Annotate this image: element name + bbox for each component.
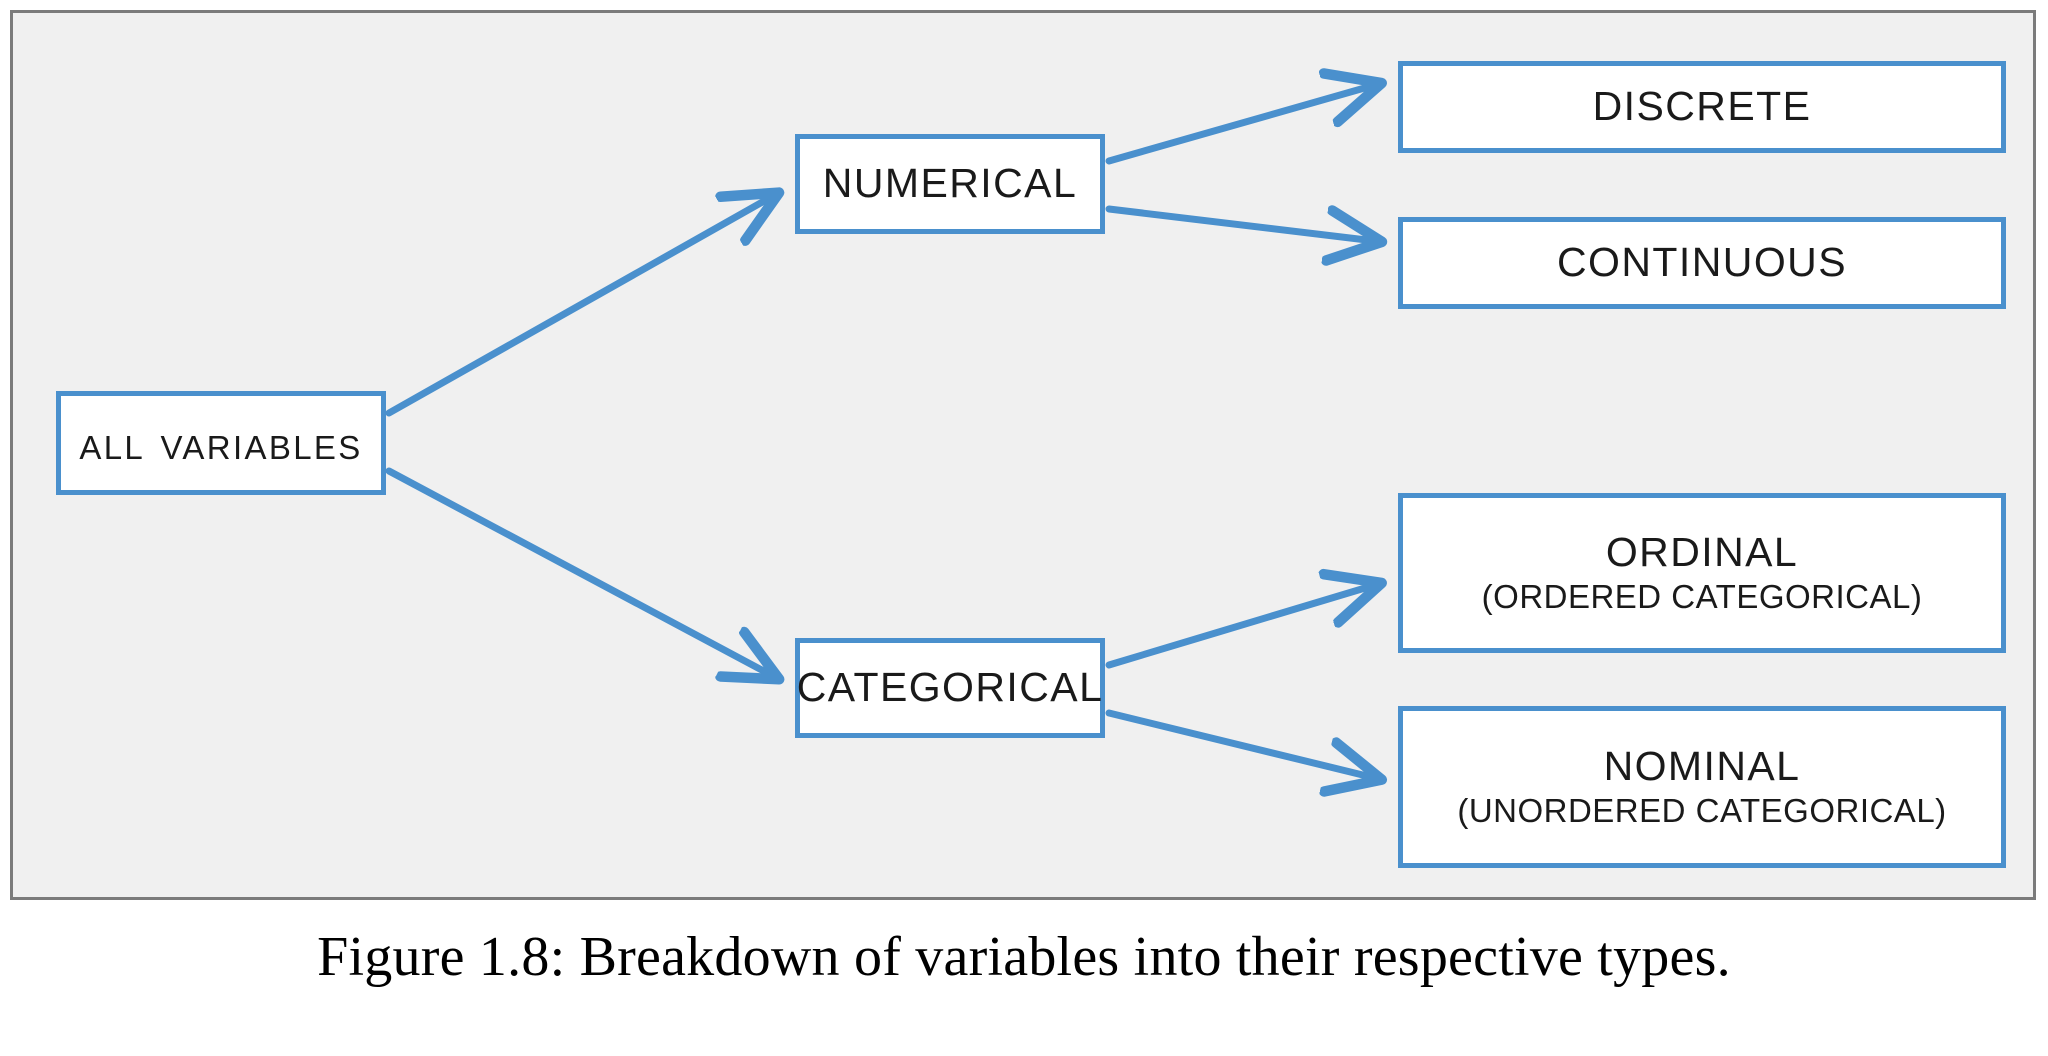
node-ordinal-label: ORDINAL <box>1605 529 1799 576</box>
edge-categorical-nominal <box>1105 709 1375 778</box>
edge-allvariables-numerical <box>385 196 773 417</box>
node-numerical[interactable]: NUMERICAL <box>795 134 1105 234</box>
node-ordinal[interactable]: ORDINAL (ORDERED CATEGORICAL) <box>1398 493 2006 653</box>
node-nominal-label: NOMINAL <box>1603 743 1801 790</box>
node-discrete[interactable]: DISCRETE <box>1398 61 2006 153</box>
node-continuous[interactable]: CONTINUOUS <box>1398 217 2006 309</box>
node-all-variables-label: All Variables <box>79 416 363 470</box>
node-nominal-sublabel: (UNORDERED CATEGORICAL) <box>1457 792 1947 830</box>
node-categorical-label: CATEGORICAL <box>796 664 1104 711</box>
node-ordinal-sublabel: (ORDERED CATEGORICAL) <box>1481 578 1923 616</box>
figure-frame: All Variables NUMERICAL CATEGORICAL DISC… <box>10 10 2036 900</box>
node-nominal[interactable]: NOMINAL (UNORDERED CATEGORICAL) <box>1398 706 2006 868</box>
edge-allvariables-categorical <box>385 467 773 676</box>
edge-numerical-continuous <box>1105 209 1375 241</box>
edge-categorical-ordinal <box>1105 585 1375 669</box>
node-categorical[interactable]: CATEGORICAL <box>795 638 1105 738</box>
node-numerical-label: NUMERICAL <box>822 160 1078 207</box>
node-continuous-label: CONTINUOUS <box>1557 239 1847 286</box>
edge-numerical-discrete <box>1105 85 1375 165</box>
node-discrete-label: DISCRETE <box>1592 83 1812 130</box>
figure-caption: Figure 1.8: Breakdown of variables into … <box>317 926 1731 988</box>
node-all-variables[interactable]: All Variables <box>56 391 386 495</box>
